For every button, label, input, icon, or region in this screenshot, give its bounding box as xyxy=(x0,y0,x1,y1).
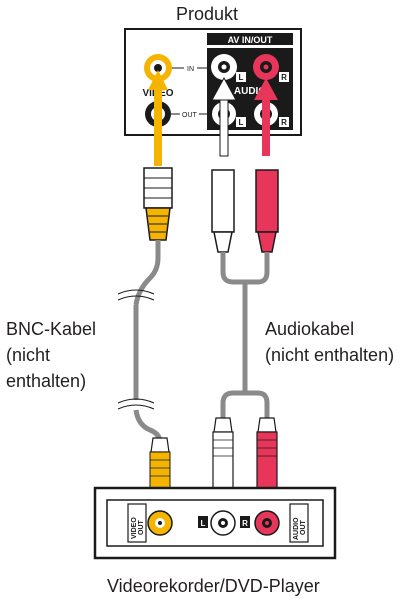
audio-cable xyxy=(220,252,270,418)
audio-plug-right-top xyxy=(255,169,279,253)
audio-label: AUDIO xyxy=(234,86,266,97)
audio-plug-left-bottom xyxy=(212,417,234,501)
audio-right-arrow xyxy=(254,78,278,156)
bnc-cable-label-line3: enthalten) xyxy=(6,371,87,391)
audio-in-right-label: R xyxy=(281,73,287,82)
video-arrow xyxy=(148,70,168,166)
bnc-cable-label-line2: (nicht xyxy=(6,345,51,365)
recorder-audio-right-label: R xyxy=(242,519,248,528)
recorder-video-out-jack xyxy=(147,510,173,536)
recorder-audio-out-label: OUT xyxy=(300,520,307,536)
recorder-video-out-label: OUT xyxy=(138,520,145,536)
product-label: Produkt xyxy=(176,4,239,24)
audio-cable-label-line2: (nicht enthalten) xyxy=(265,345,395,365)
recorder-audio-left-label: L xyxy=(201,519,206,528)
bnc-cable-label-line1: BNC-Kabel xyxy=(6,319,97,339)
recorder-video-label: VIDEO xyxy=(131,517,138,539)
product-panel: AV IN/OUT IN VIDEO OUT L xyxy=(124,28,302,136)
av-in-out-label: AV IN/OUT xyxy=(228,35,273,45)
audio-in-left-label: L xyxy=(239,73,244,82)
audio-out-left-label: L xyxy=(239,118,244,127)
recorder-audio-label: AUDIO xyxy=(293,517,300,540)
audio-plug-right-bottom xyxy=(256,417,278,501)
recorder-label: Videorekorder/DVD-Player xyxy=(107,576,320,596)
recorder-panel: VIDEO OUT L R AUDIO OUT xyxy=(93,486,337,560)
audio-in-left-jack xyxy=(211,54,237,80)
audio-cable-label-line1: Audiokabel xyxy=(265,319,355,339)
in-label: IN xyxy=(187,66,194,73)
audio-out-right-label: R xyxy=(281,118,287,127)
out-label: OUT xyxy=(182,112,198,119)
recorder-audio-left-jack xyxy=(210,510,236,536)
video-in-jack xyxy=(144,54,172,82)
recorder-audio-right-jack xyxy=(254,510,280,536)
audio-in-right-jack xyxy=(253,54,279,80)
bnc-cable xyxy=(117,240,163,441)
bnc-connector-top xyxy=(143,167,173,241)
audio-left-arrow xyxy=(211,76,237,157)
audio-plug-left-top xyxy=(211,169,235,253)
